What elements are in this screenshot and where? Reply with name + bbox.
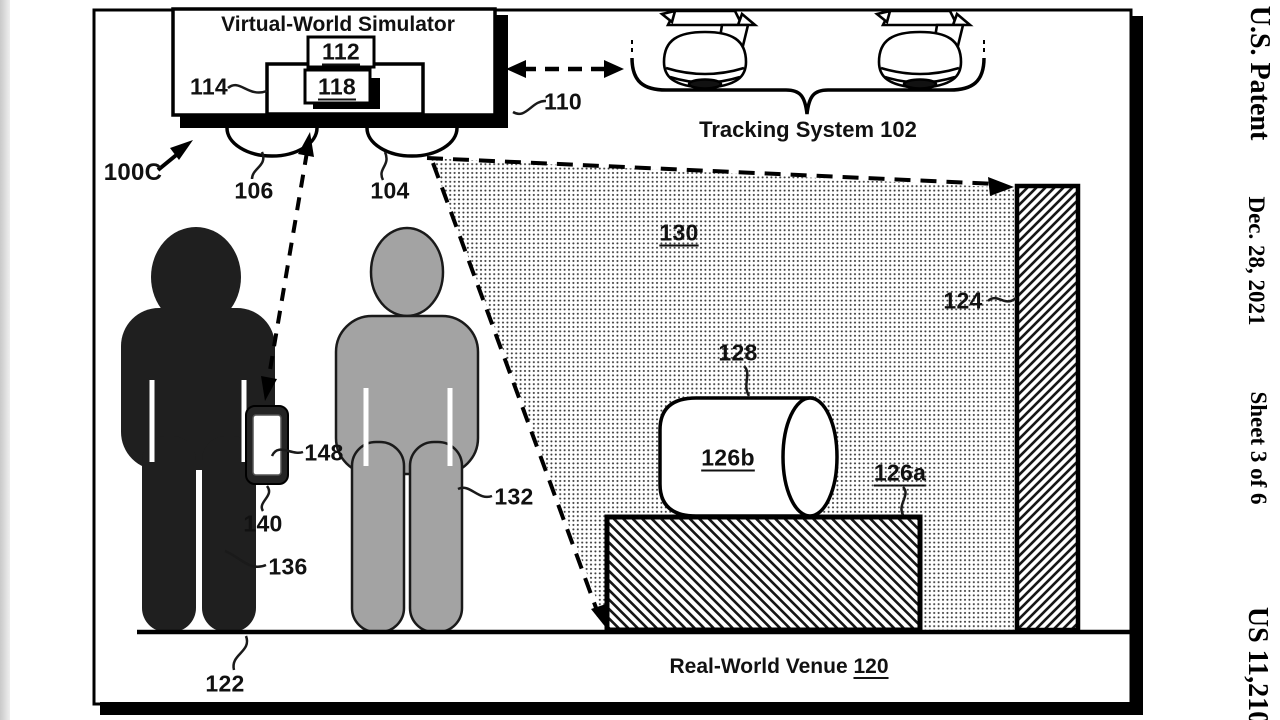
pedestal-shape	[607, 517, 920, 630]
ref-label-126a: 126a	[874, 460, 926, 487]
lens-104-icon	[367, 128, 457, 156]
margin-date: Dec. 28, 2021	[1243, 196, 1269, 325]
ref-label-132: 132	[494, 484, 533, 511]
ref-label-112: 112	[322, 39, 360, 66]
ref-label-122: 122	[205, 671, 244, 698]
tracking-camera-icon	[877, 11, 970, 89]
ref-label-104: 104	[370, 178, 409, 205]
ref-label-118: 118	[318, 74, 356, 101]
margin-publication-number: US 11,210	[1241, 607, 1273, 720]
margin-patent-title: U.S. Patent	[1243, 6, 1275, 141]
ref-label-106: 106	[234, 178, 273, 205]
person-gray-silhouette	[336, 228, 478, 632]
venue-ref: 120	[853, 655, 888, 678]
simulator-title: Virtual-World Simulator	[221, 13, 455, 37]
ref-label-140: 140	[243, 511, 282, 538]
sim-tracking-arrow	[506, 60, 624, 78]
margin-sheet: Sheet 3 of 6	[1245, 391, 1271, 504]
wall-shape	[1017, 186, 1078, 630]
tracking-camera-icon	[662, 11, 755, 89]
ref-label-110: 110	[544, 89, 582, 116]
ref-label-126b: 126b	[701, 445, 755, 472]
tracking-system-caption: Tracking System 102	[699, 117, 917, 143]
ref-label-130: 130	[659, 220, 698, 247]
smartphone-icon	[246, 406, 288, 484]
tracking-system-label: Tracking System	[699, 117, 874, 142]
ref-label-100C: 100C	[104, 159, 163, 187]
ref-label-148: 148	[304, 440, 343, 467]
ref-label-114: 114	[190, 74, 228, 101]
ref-label-128: 128	[718, 340, 757, 367]
ref-label-136: 136	[268, 554, 307, 581]
ref-arrow-100C	[158, 140, 193, 170]
ref-label-124: 124	[943, 288, 982, 315]
tracking-system-ref: 102	[880, 117, 917, 142]
venue-caption: Real-World Venue 120	[669, 655, 888, 679]
venue-label: Real-World Venue	[669, 655, 847, 678]
